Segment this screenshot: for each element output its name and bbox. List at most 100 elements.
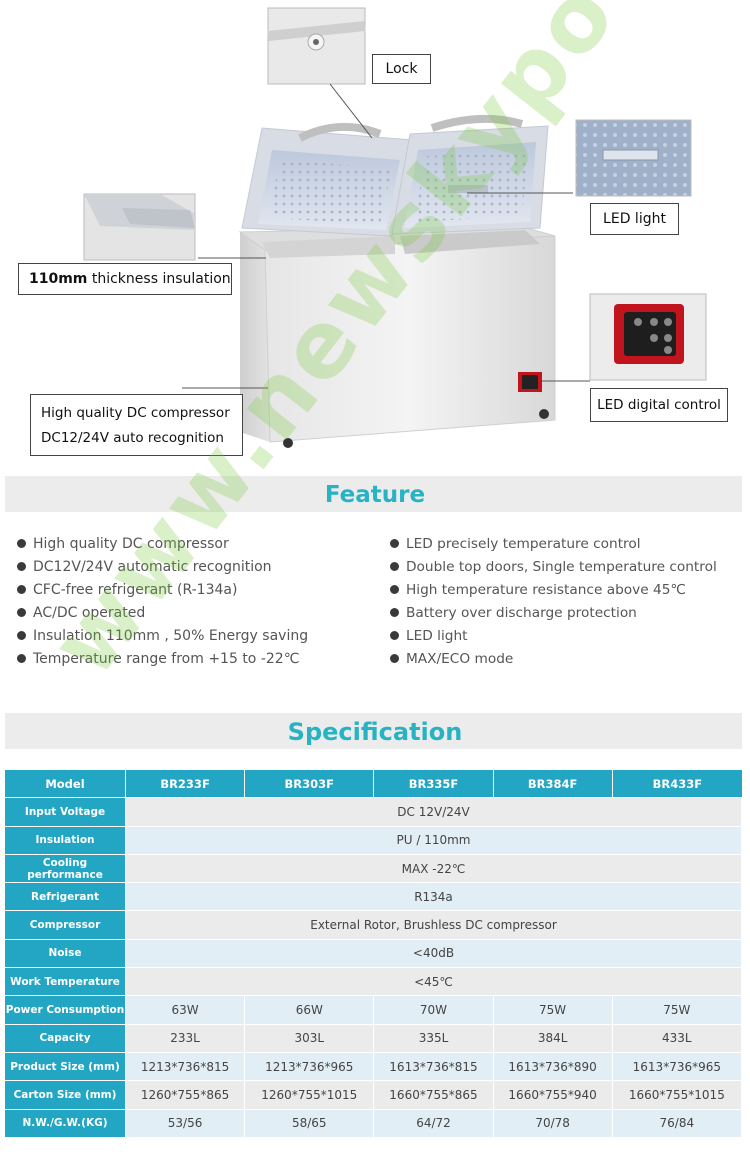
row-value: 64/72 <box>374 1109 494 1138</box>
feature-item: DC12V/24V automatic recognition <box>17 556 308 579</box>
row-value: 303L <box>245 1024 375 1053</box>
row-label: Compressor <box>5 911 126 940</box>
row-label: Work Temperature <box>5 968 126 997</box>
row-value: 233L <box>126 1024 246 1053</box>
header-cell-br384f: BR384F <box>493 770 613 799</box>
row-value: External Rotor, Brushless DC compressor <box>126 911 742 940</box>
feature-item: MAX/ECO mode <box>390 648 717 671</box>
row-value: 1260*755*1015 <box>245 1081 375 1110</box>
table-row: Compressor External Rotor, Brushless DC … <box>5 911 742 940</box>
row-value: 1660*755*940 <box>493 1081 613 1110</box>
row-value: 70W <box>374 996 494 1025</box>
led-control-label: LED digital control <box>597 397 721 413</box>
row-label: Power Consumption <box>5 996 126 1025</box>
row-value: 1260*755*865 <box>126 1081 246 1110</box>
row-value: 58/65 <box>245 1109 375 1138</box>
feature-item: Double top doors, Single temperature con… <box>390 556 717 579</box>
compressor-line-1: High quality DC compressor <box>41 405 230 421</box>
bullet-icon <box>17 562 26 571</box>
table-row: Carton Size (mm) 1260*755*865 1260*755*1… <box>5 1081 742 1110</box>
table-row: Cooling performance MAX -22℃ <box>5 854 742 884</box>
feature-item: CFC-free refrigerant (R-134a) <box>17 579 308 602</box>
row-value: 76/84 <box>612 1109 742 1138</box>
row-label: Insulation <box>5 826 126 855</box>
chest-freezer-image <box>83 7 707 448</box>
row-value: 1613*736*815 <box>374 1052 494 1082</box>
specification-title: Specification <box>287 718 463 746</box>
row-label: N.W./G.W.(KG) <box>5 1109 126 1138</box>
row-value: 1660*755*865 <box>374 1081 494 1110</box>
feature-item: LED precisely temperature control <box>390 533 717 556</box>
compressor-callout: High quality DC compressor DC12/24V auto… <box>30 394 243 456</box>
row-value: 335L <box>374 1024 494 1053</box>
header-cell-br233f: BR233F <box>126 770 246 799</box>
led-light-callout: LED light <box>590 203 679 235</box>
feature-title: Feature <box>324 482 426 508</box>
table-row: Product Size (mm) 1213*736*815 1213*736*… <box>5 1052 742 1082</box>
row-value: 1660*755*1015 <box>612 1081 742 1110</box>
insulation-callout: 110mm thickness insulation <box>18 263 232 295</box>
bullet-icon <box>17 585 26 594</box>
row-value: <45℃ <box>126 968 742 997</box>
feature-item: Insulation 110mm , 50% Energy saving <box>17 625 308 648</box>
bullet-icon <box>390 562 399 571</box>
insulation-thickness: 110mm <box>29 271 88 287</box>
table-row: Noise <40dB <box>5 939 742 969</box>
insulation-inset-image <box>83 193 196 261</box>
bullet-icon <box>390 585 399 594</box>
table-row: Input Voltage DC 12V/24V <box>5 798 742 827</box>
row-value: 433L <box>612 1024 742 1053</box>
row-label: Carton Size (mm) <box>5 1081 126 1110</box>
row-value: R134a <box>126 883 742 912</box>
specification-table: Model BR233F BR303F BR335F BR384F BR433F… <box>5 770 742 1138</box>
led-light-inset-image <box>575 119 692 197</box>
row-value: 1613*736*965 <box>612 1052 742 1082</box>
table-row: Refrigerant R134a <box>5 883 742 912</box>
row-label: Input Voltage <box>5 798 126 827</box>
bullet-icon <box>17 539 26 548</box>
feature-item: High quality DC compressor <box>17 533 308 556</box>
row-value: MAX -22℃ <box>126 854 742 884</box>
row-label: Noise <box>5 939 126 969</box>
led-light-label: LED light <box>603 211 666 227</box>
lock-callout: Lock <box>372 54 431 84</box>
insulation-label: thickness insulation <box>87 271 231 287</box>
compressor-line-2: DC12/24V auto recognition <box>41 430 224 446</box>
header-cell-br303f: BR303F <box>245 770 375 799</box>
table-row: Work Temperature <45℃ <box>5 968 742 997</box>
row-value: 70/78 <box>493 1109 613 1138</box>
row-label: Cooling performance <box>5 854 126 884</box>
feature-item: Battery over discharge protection <box>390 602 717 625</box>
row-value: PU / 110mm <box>126 826 742 855</box>
table-row: Insulation PU / 110mm <box>5 826 742 855</box>
bullet-icon <box>17 608 26 617</box>
row-value: 1613*736*890 <box>493 1052 613 1082</box>
bullet-icon <box>390 654 399 663</box>
row-label: Capacity <box>5 1024 126 1053</box>
table-header-row: Model BR233F BR303F BR335F BR384F BR433F <box>5 770 742 799</box>
led-control-inset-image <box>589 293 707 381</box>
header-cell-br335f: BR335F <box>374 770 494 799</box>
feature-item: LED light <box>390 625 717 648</box>
header-cell-model: Model <box>5 770 126 799</box>
feature-list-left: High quality DC compressor DC12V/24V aut… <box>17 533 308 671</box>
feature-item: AC/DC operated <box>17 602 308 625</box>
row-value: DC 12V/24V <box>126 798 742 827</box>
row-value: <40dB <box>126 939 742 969</box>
row-value: 75W <box>612 996 742 1025</box>
bullet-icon <box>390 539 399 548</box>
bullet-icon <box>390 608 399 617</box>
bullet-icon <box>390 631 399 640</box>
row-value: 1213*736*965 <box>245 1052 375 1082</box>
bullet-icon <box>17 654 26 663</box>
feature-item: High temperature resistance above 45℃ <box>390 579 717 602</box>
specification-band <box>5 713 742 749</box>
led-control-callout: LED digital control <box>590 388 728 422</box>
header-cell-br433f: BR433F <box>612 770 742 799</box>
bullet-icon <box>17 631 26 640</box>
feature-band <box>5 476 742 512</box>
table-row: Power Consumption 63W 66W 70W 75W 75W <box>5 996 742 1025</box>
row-label: Product Size (mm) <box>5 1052 126 1082</box>
row-value: 1213*736*815 <box>126 1052 246 1082</box>
row-label: Refrigerant <box>5 883 126 912</box>
